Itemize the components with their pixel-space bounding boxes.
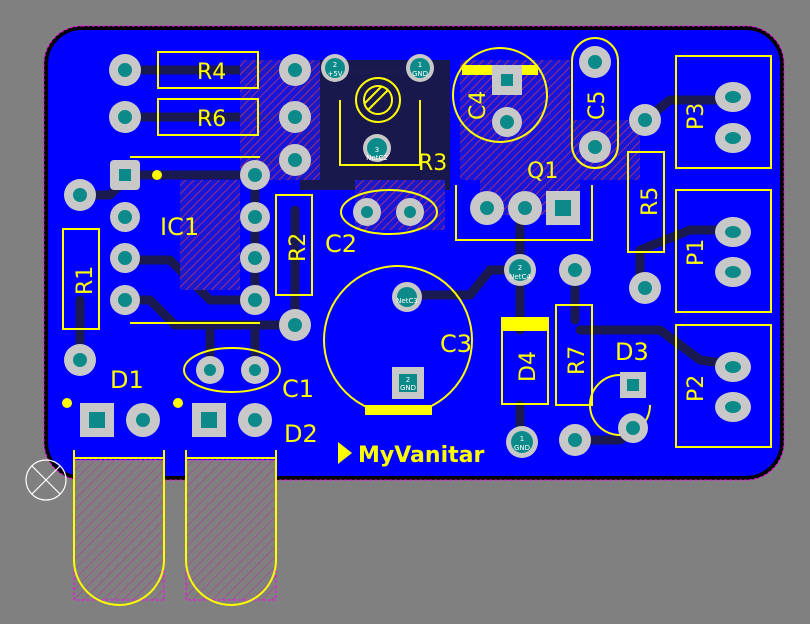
- label-c2: C2: [325, 230, 357, 258]
- board-keepout-outline: [43, 25, 785, 481]
- pad[interactable]: [238, 403, 272, 437]
- pin-number: 2: [333, 61, 337, 69]
- pad[interactable]: [110, 202, 140, 232]
- pad[interactable]: [715, 352, 751, 382]
- pin-net-label: NetC3: [396, 297, 418, 305]
- pad[interactable]: [126, 403, 160, 437]
- trimmer-potentiometer-icon: [355, 77, 401, 123]
- triangle-right-icon: [338, 442, 352, 464]
- pad[interactable]: [240, 243, 270, 273]
- pad[interactable]: [715, 257, 751, 287]
- label-p3: P3: [684, 103, 709, 130]
- pad[interactable]: [80, 403, 114, 437]
- pin-net-label: GND: [412, 70, 428, 78]
- label-c1: C1: [282, 375, 314, 403]
- pad[interactable]: [715, 217, 751, 247]
- pad[interactable]: [110, 285, 140, 315]
- pad[interactable]: [353, 198, 381, 226]
- pad[interactable]: [508, 191, 542, 225]
- trimpot-copper-region: [300, 60, 450, 190]
- pin-number: 3: [375, 146, 379, 154]
- label-d3: D3: [615, 338, 649, 366]
- label-p2: P2: [684, 375, 709, 402]
- pad[interactable]: [579, 131, 611, 163]
- pin-net-label: NetC4: [509, 273, 531, 281]
- q1-netc4-pad[interactable]: 2 NetC4: [504, 254, 536, 286]
- pads[interactable]: [64, 46, 751, 456]
- polarity-dots: [62, 170, 183, 408]
- pad[interactable]: [629, 104, 661, 136]
- label-d1: D1: [110, 366, 144, 394]
- pad[interactable]: [240, 285, 270, 315]
- pin-number: 2: [518, 264, 522, 272]
- label-c3: C3: [440, 330, 472, 358]
- pad[interactable]: [618, 413, 648, 443]
- pad[interactable]: [715, 392, 751, 422]
- pad[interactable]: [629, 272, 661, 304]
- pad[interactable]: [279, 144, 311, 176]
- pin-number: 1: [418, 61, 422, 69]
- pad[interactable]: [279, 309, 311, 341]
- label-d4: D4: [516, 351, 541, 382]
- hatched-nets: [180, 60, 640, 290]
- pad[interactable]: [492, 65, 522, 95]
- pad[interactable]: [192, 403, 226, 437]
- pad[interactable]: [715, 82, 751, 112]
- pad[interactable]: [396, 198, 424, 226]
- pad[interactable]: [64, 179, 96, 211]
- ic1-pin1-pad[interactable]: [110, 160, 140, 190]
- pad[interactable]: [109, 54, 141, 86]
- label-p1: P1: [684, 239, 709, 266]
- pad[interactable]: [64, 344, 96, 376]
- pin-net-label: +5V: [327, 70, 342, 78]
- pad[interactable]: [546, 191, 580, 225]
- label-r6: R6: [197, 107, 226, 132]
- diode-bodies-offboard: [73, 450, 277, 606]
- label-r1: R1: [73, 266, 98, 295]
- brand-label: MyVanitar: [358, 443, 484, 468]
- pad[interactable]: [470, 191, 504, 225]
- pad[interactable]: [196, 356, 224, 384]
- pin-net-label: GND: [514, 444, 530, 452]
- pad[interactable]: [579, 46, 611, 78]
- r3-pin1-pad[interactable]: 1 GND: [406, 54, 434, 82]
- crosshair-circle-icon: [25, 459, 67, 501]
- pin-net-label: GND: [400, 384, 416, 392]
- pad[interactable]: [279, 101, 311, 133]
- pin-number: 1: [520, 435, 524, 443]
- pad[interactable]: [240, 160, 270, 190]
- pad[interactable]: [559, 254, 591, 286]
- pad[interactable]: [715, 123, 751, 153]
- c3-pin1-pad[interactable]: NetC3: [392, 282, 422, 312]
- pin-number: 2: [406, 376, 410, 384]
- label-r5: R5: [638, 187, 663, 216]
- label-r3: R3: [418, 151, 447, 176]
- label-d2: D2: [284, 420, 318, 448]
- pad[interactable]: [492, 107, 522, 137]
- pad[interactable]: [620, 372, 646, 398]
- pad[interactable]: [241, 356, 269, 384]
- pad[interactable]: [240, 202, 270, 232]
- pad[interactable]: [110, 243, 140, 273]
- r3-pin3-pad[interactable]: 3 NetC2: [363, 134, 391, 162]
- pad[interactable]: [109, 101, 141, 133]
- label-r4: R4: [197, 60, 226, 85]
- pad[interactable]: [279, 54, 311, 86]
- label-c5: C5: [585, 91, 610, 120]
- c3-pin2-pad[interactable]: 2 GND: [392, 367, 424, 399]
- label-r7: R7: [565, 346, 590, 375]
- label-q1: Q1: [527, 159, 558, 184]
- label-c4: C4: [466, 91, 491, 120]
- r3-pin2-pad[interactable]: 2 +5V: [321, 54, 349, 82]
- pin-net-label: NetC2: [366, 154, 388, 162]
- label-r2: R2: [286, 233, 311, 262]
- d4-pin1-pad[interactable]: 1 GND: [506, 426, 538, 458]
- label-ic1: IC1: [160, 213, 199, 241]
- pad[interactable]: [559, 424, 591, 456]
- component-labels: R4 R6 R3 IC1 C2 C3 Q1 C1 D1 D2 D3 R1 R2 …: [73, 60, 709, 448]
